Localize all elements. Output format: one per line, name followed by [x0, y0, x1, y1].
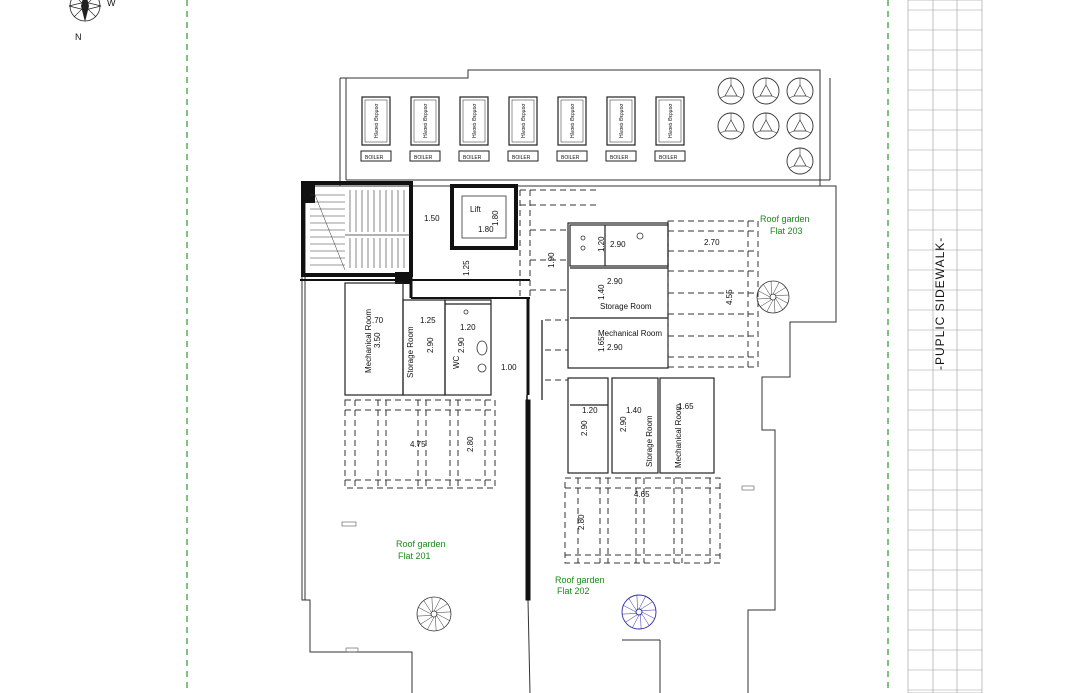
spiral-stair-flat201-icon: [416, 596, 452, 632]
solar-panel-label: Ηλιακό Θερμοσ: [520, 103, 527, 138]
solar-panel-label: Ηλιακό Θερμοσ: [569, 103, 576, 138]
flat203-fixtures: [580, 232, 644, 251]
pergola-flat203: [667, 220, 759, 368]
garden-flat201-line2: Flat 201: [398, 551, 431, 561]
dim-290-c: 2.90: [607, 343, 623, 352]
spiral-stair-flat202-icon: [621, 594, 657, 630]
solar-panel-label: Ηλιακό Θερμοσ: [422, 103, 429, 138]
dim-290-f: 2.90: [580, 420, 589, 436]
storage-202-label: Storage Room: [645, 415, 654, 467]
dim-lift-width: 1.80: [478, 225, 494, 234]
lift-shaft: [450, 184, 518, 250]
compass-west-label: W: [107, 0, 116, 8]
mech-202-label: Mechanical Room: [674, 404, 683, 468]
mech-room-left-label: Mechanical Room: [364, 309, 373, 373]
solar-panel-label: Ηλιακό Θερμοσ: [618, 103, 625, 138]
water-tank-group: [717, 77, 814, 175]
dim-290-b: 2.90: [607, 277, 623, 286]
garden-flat202-line1: Roof garden: [555, 575, 605, 585]
boiler-label: BOILER: [561, 155, 580, 161]
sidewalk-label: -PUPLIC SIDEWALK-: [933, 237, 947, 370]
dim-140-b: 1.40: [626, 406, 642, 415]
dim-lift-height: 1.80: [491, 210, 500, 226]
solar-panel-label: Ηλιακό Θερμοσ: [373, 103, 380, 138]
flat203-service-rooms: [567, 222, 669, 369]
solar-panel-label: Ηλιακό Θερμοσ: [471, 103, 478, 138]
dim-125-h: 1.25: [420, 316, 436, 325]
left-service-rooms: [344, 282, 492, 396]
boiler-label: BOILER: [463, 155, 482, 161]
mech-203-label: Mechanical Room: [598, 329, 662, 338]
dim-350: 3.50: [373, 332, 382, 348]
dim-140-a: 1.40: [597, 284, 606, 300]
lift-label: Lift: [470, 205, 481, 214]
dim-455: 4.55: [725, 289, 734, 305]
pergola-left: [344, 399, 496, 489]
dim-120-c: 1.20: [582, 406, 598, 415]
wc-label: WC: [452, 355, 461, 369]
boiler-label: BOILER: [610, 155, 629, 161]
compass-north-label: N: [75, 32, 82, 42]
building-outline: [301, 69, 837, 693]
dim-290-a: 2.90: [610, 240, 626, 249]
garden-flat201-line1: Roof garden: [396, 539, 446, 549]
dim-290-d: 2.90: [426, 337, 435, 353]
dim-120-a: 1.20: [597, 236, 606, 252]
spiral-stair-flat203-icon: [756, 280, 790, 314]
boiler-label: BOILER: [512, 155, 531, 161]
dim-465: 4.65: [634, 490, 650, 499]
wc-fixtures: [463, 309, 488, 373]
solar-panel-label: Ηλιακό Θερμοσ: [667, 103, 674, 138]
sidewalk-paving: [907, 0, 983, 693]
garden-flat202-line2: Flat 202: [557, 586, 590, 596]
boiler-label: BOILER: [365, 155, 384, 161]
drain-marks: [341, 485, 755, 653]
dim-290-e: 2.90: [457, 337, 466, 353]
water-tank-icon: [752, 77, 780, 105]
dim-280-a: 2.80: [466, 436, 475, 452]
dim-475: 4.75: [410, 440, 426, 449]
water-tank-icon: [717, 77, 745, 105]
dim-165-a: 1.65: [597, 336, 606, 352]
storage-203-label: Storage Room: [600, 302, 652, 311]
dim-070: .70: [372, 316, 384, 325]
water-tank-icon: [717, 112, 745, 140]
boiler-label: BOILER: [659, 155, 678, 161]
dim-corridor-125: 1.25: [462, 260, 471, 276]
dashed-partitions: [519, 189, 600, 381]
corridor-walls: [300, 275, 543, 601]
boiler-label: BOILER: [414, 155, 433, 161]
dim-290-g: 2.90: [619, 416, 628, 432]
dim-120-b: 1.20: [460, 323, 476, 332]
dim-100: 1.00: [501, 363, 517, 372]
compass-rose-icon: [68, 0, 102, 22]
dim-corridor-150: 1.50: [424, 214, 440, 223]
water-tank-icon: [786, 147, 814, 175]
dim-280-b: 2.80: [577, 514, 586, 530]
stair-core: [301, 181, 413, 284]
pergola-flat202: [564, 477, 721, 564]
dim-165-b: 1.65: [678, 402, 694, 411]
garden-flat203-line1: Roof garden: [760, 214, 810, 224]
flat202-service-rooms: [567, 377, 715, 474]
water-tank-icon: [786, 77, 814, 105]
storage-left-label: Storage Room: [406, 326, 415, 378]
water-tank-icon: [752, 112, 780, 140]
dim-270: 2.70: [704, 238, 720, 247]
garden-flat203-line2: Flat 203: [770, 226, 803, 236]
water-tank-icon: [786, 112, 814, 140]
